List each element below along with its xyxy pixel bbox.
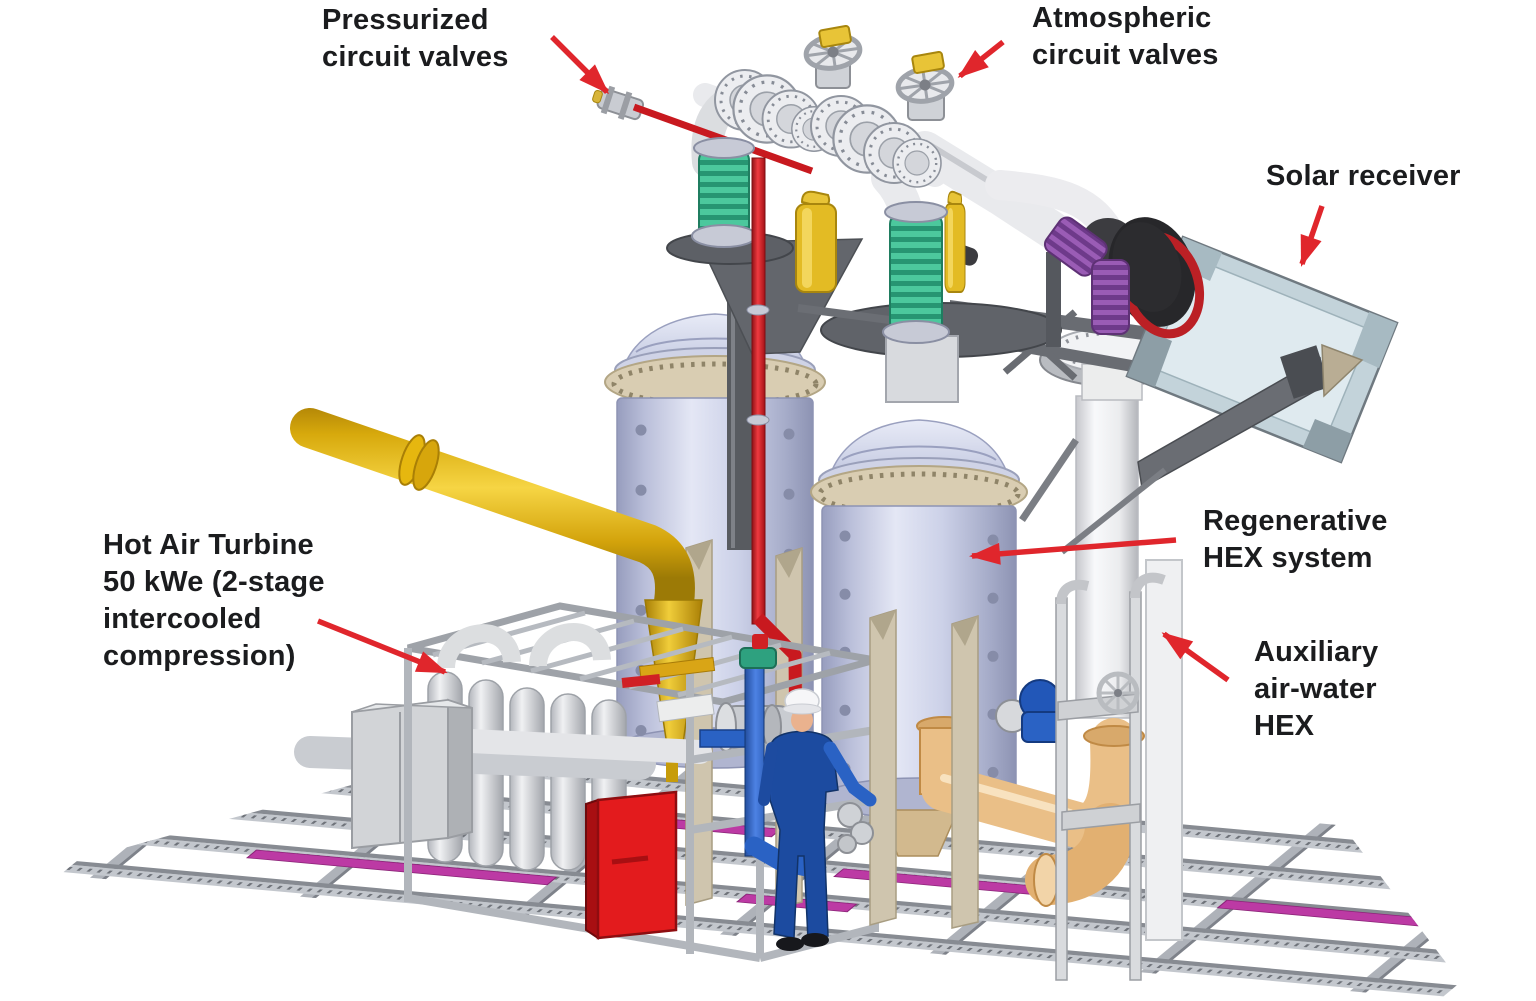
purple-bellows (1043, 216, 1130, 335)
electrical-cabinet-gray (351, 698, 473, 850)
aux-hex-handwheel (1096, 671, 1140, 715)
label-auxiliary-air-water-hex: Auxiliary air-water HEX (1254, 636, 1379, 742)
arrow-pressurized-valves (550, 35, 610, 95)
arrow-auxiliary-hex (1161, 631, 1230, 683)
annotation-arrows (316, 35, 1325, 683)
background-white-pipe (1145, 559, 1183, 941)
label-solar-receiver: Solar receiver (1266, 160, 1461, 192)
relief-canisters (795, 190, 1061, 347)
label-regenerative-hex-system: Regenerative HEX system (1203, 505, 1388, 574)
arrow-hot-air-turbine (316, 618, 448, 675)
control-cabinet-red (585, 790, 678, 940)
arrow-regenerative-hex (969, 537, 1177, 565)
vessel-right-legs (869, 608, 979, 929)
technician-figure (758, 688, 877, 951)
arrow-solar-receiver (1299, 205, 1325, 267)
auxiliary-air-water-hex-frame (1055, 572, 1166, 981)
label-hot-air-turbine: Hot Air Turbine 50 kWe (2-stage intercoo… (103, 529, 325, 672)
label-pressurized-circuit-valves: Pressurized circuit valves (322, 4, 509, 73)
arrow-atmospheric-valves (957, 39, 1005, 79)
label-atmospheric-circuit-valves: Atmospheric circuit valves (1032, 2, 1219, 71)
solar-receiver-panel (1125, 235, 1399, 464)
water-pump-blue (995, 679, 1063, 743)
receiver-mount-arm (1060, 343, 1364, 555)
cooling-water-piping-blue (699, 634, 822, 878)
green-bellows (691, 137, 950, 344)
